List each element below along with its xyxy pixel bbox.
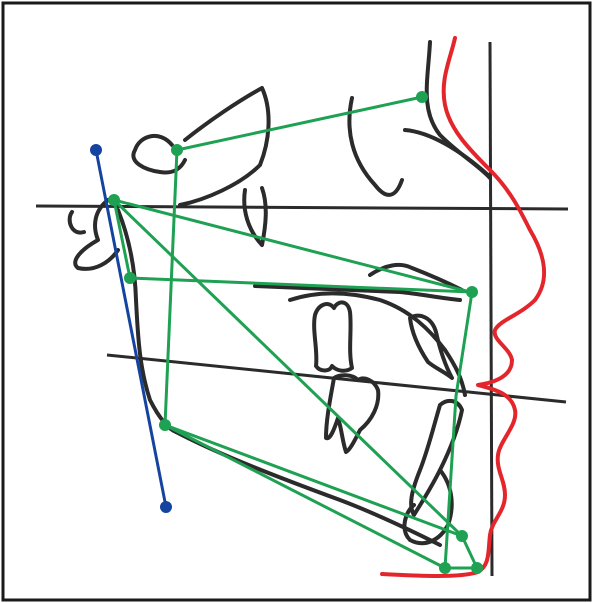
sella-point [171, 144, 183, 156]
upper-molar-outline [312, 300, 354, 373]
vertical-guide-line [488, 41, 494, 577]
frankfort-horizontal-line [35, 204, 569, 211]
anterior-point [466, 286, 478, 298]
anterior-vertical-line [454, 290, 474, 398]
sphenoid-outline [178, 86, 271, 207]
lower-molar-outline [324, 373, 381, 454]
blue-reference-line [94, 149, 168, 508]
ear-outline [67, 210, 86, 235]
analysis-polygon [112, 95, 479, 570]
mandibular-plane-line [163, 423, 464, 538]
pterygoid-outline [242, 186, 268, 247]
gonion-point [159, 419, 171, 431]
sella-nasion-line [175, 95, 424, 152]
palate-line [253, 284, 462, 302]
porion-articulare-line [112, 198, 132, 280]
skull-outline [67, 40, 492, 547]
sella-gonion-line [163, 148, 179, 427]
porion-point [108, 194, 120, 206]
articulare-point [124, 272, 136, 284]
pogonion-point [456, 530, 468, 542]
articulare-anterior-line [128, 276, 474, 294]
gnathion-point [471, 562, 483, 574]
gonion-menton-line [163, 423, 447, 570]
horizontal-guide-lines [35, 204, 569, 404]
analysis-points [108, 91, 483, 574]
porion-menton-line [112, 198, 464, 538]
condyle-outline [73, 198, 120, 271]
blue-bottom-point [160, 501, 172, 513]
soft-tissue-profile [380, 36, 547, 578]
anterior-lower-line [443, 394, 458, 570]
mandible-lower-border [174, 430, 442, 547]
menton-point [439, 562, 451, 574]
nasal-bone-line [403, 128, 490, 177]
lower-incisor-outline [409, 398, 464, 517]
nasion-point [416, 91, 428, 103]
blue-top-point [90, 144, 102, 156]
ramus-outline [116, 208, 178, 434]
orbit-outline [347, 96, 404, 197]
reference-line [90, 144, 172, 513]
upper-incisor-outline [408, 313, 454, 380]
porion-upper-line [112, 198, 472, 294]
